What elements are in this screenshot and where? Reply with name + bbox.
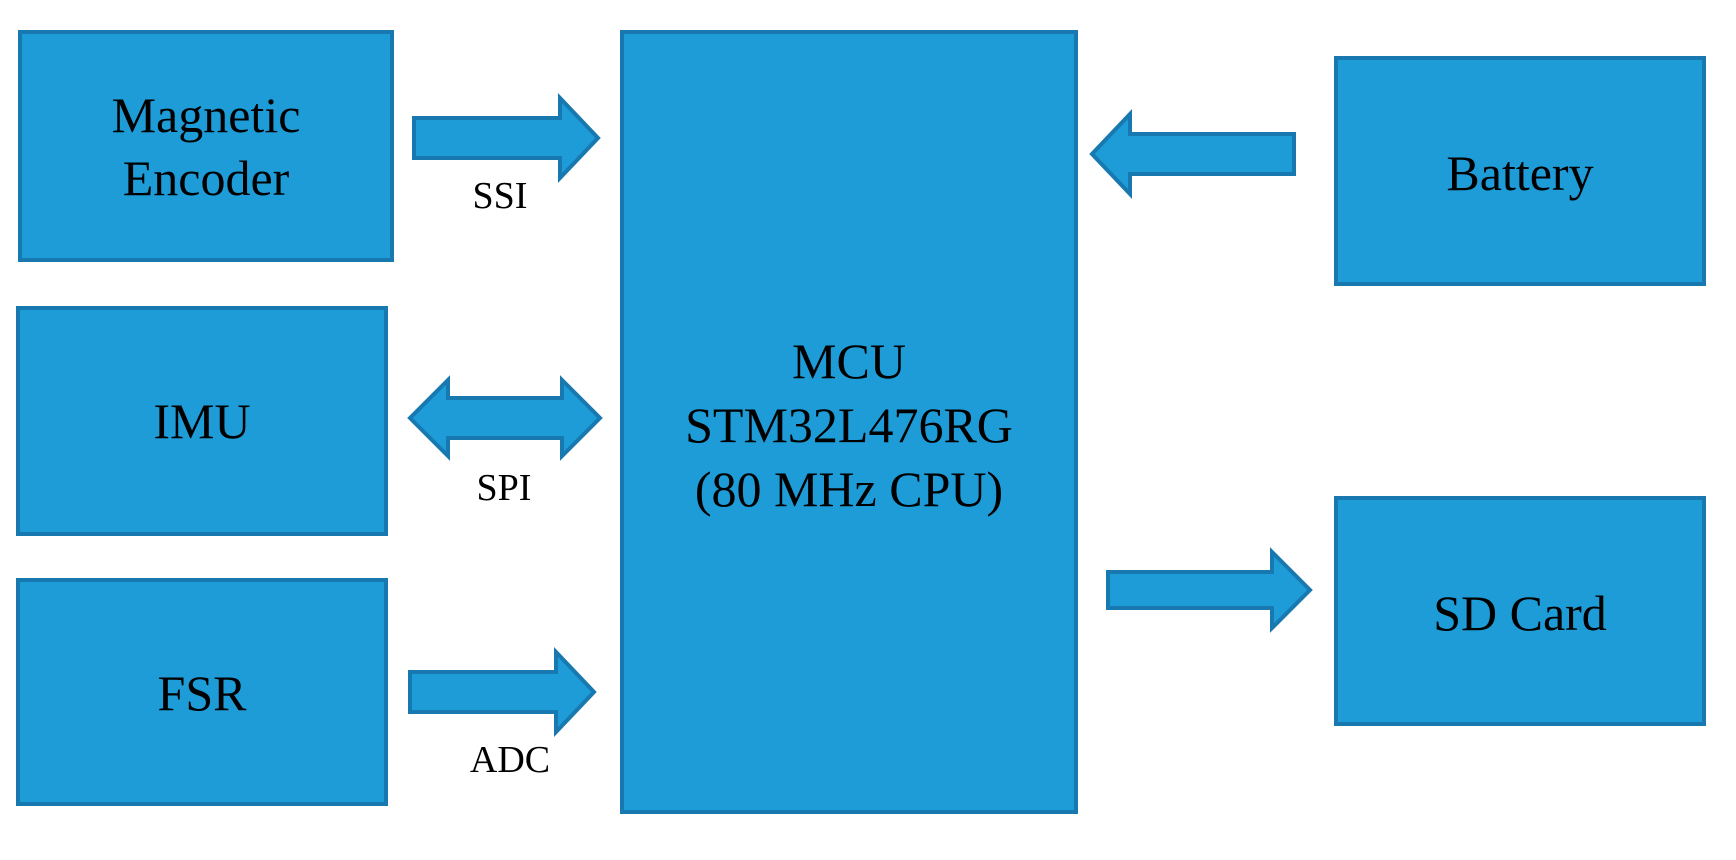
spi-link: SPI xyxy=(407,375,603,509)
mcu-block: MCU STM32L476RG (80 MHz CPU) xyxy=(620,30,1078,814)
mcu-label-line2: STM32L476RG xyxy=(685,397,1013,453)
storage-link xyxy=(1106,547,1313,633)
magnetic-encoder-label-line1: Magnetic xyxy=(112,87,301,143)
fsr-block: FSR xyxy=(16,578,388,806)
adc-label: ADC xyxy=(470,739,550,781)
magnetic-encoder-label-line2: Encoder xyxy=(123,150,290,206)
right-arrow-icon xyxy=(1106,547,1313,633)
right-arrow-icon xyxy=(412,92,601,184)
adc-link: ADC xyxy=(408,646,597,781)
right-arrow-icon xyxy=(408,646,597,738)
sd-card-label: SD Card xyxy=(1433,585,1607,641)
ssi-link: SSI xyxy=(412,92,601,217)
left-arrow-icon xyxy=(1089,108,1296,200)
imu-block: IMU xyxy=(16,306,388,536)
battery-label: Battery xyxy=(1446,145,1593,201)
double-arrow-icon xyxy=(407,375,603,461)
sd-card-block: SD Card xyxy=(1334,496,1706,726)
battery-block: Battery xyxy=(1334,56,1706,286)
mcu-label-line3: (80 MHz CPU) xyxy=(695,461,1003,517)
ssi-label: SSI xyxy=(473,175,528,217)
mcu-label-line1: MCU xyxy=(792,333,906,389)
power-link xyxy=(1089,108,1296,200)
fsr-label: FSR xyxy=(158,665,248,721)
imu-label: IMU xyxy=(153,393,250,449)
magnetic-encoder-block: Magnetic Encoder xyxy=(18,30,394,262)
spi-label: SPI xyxy=(477,467,532,509)
